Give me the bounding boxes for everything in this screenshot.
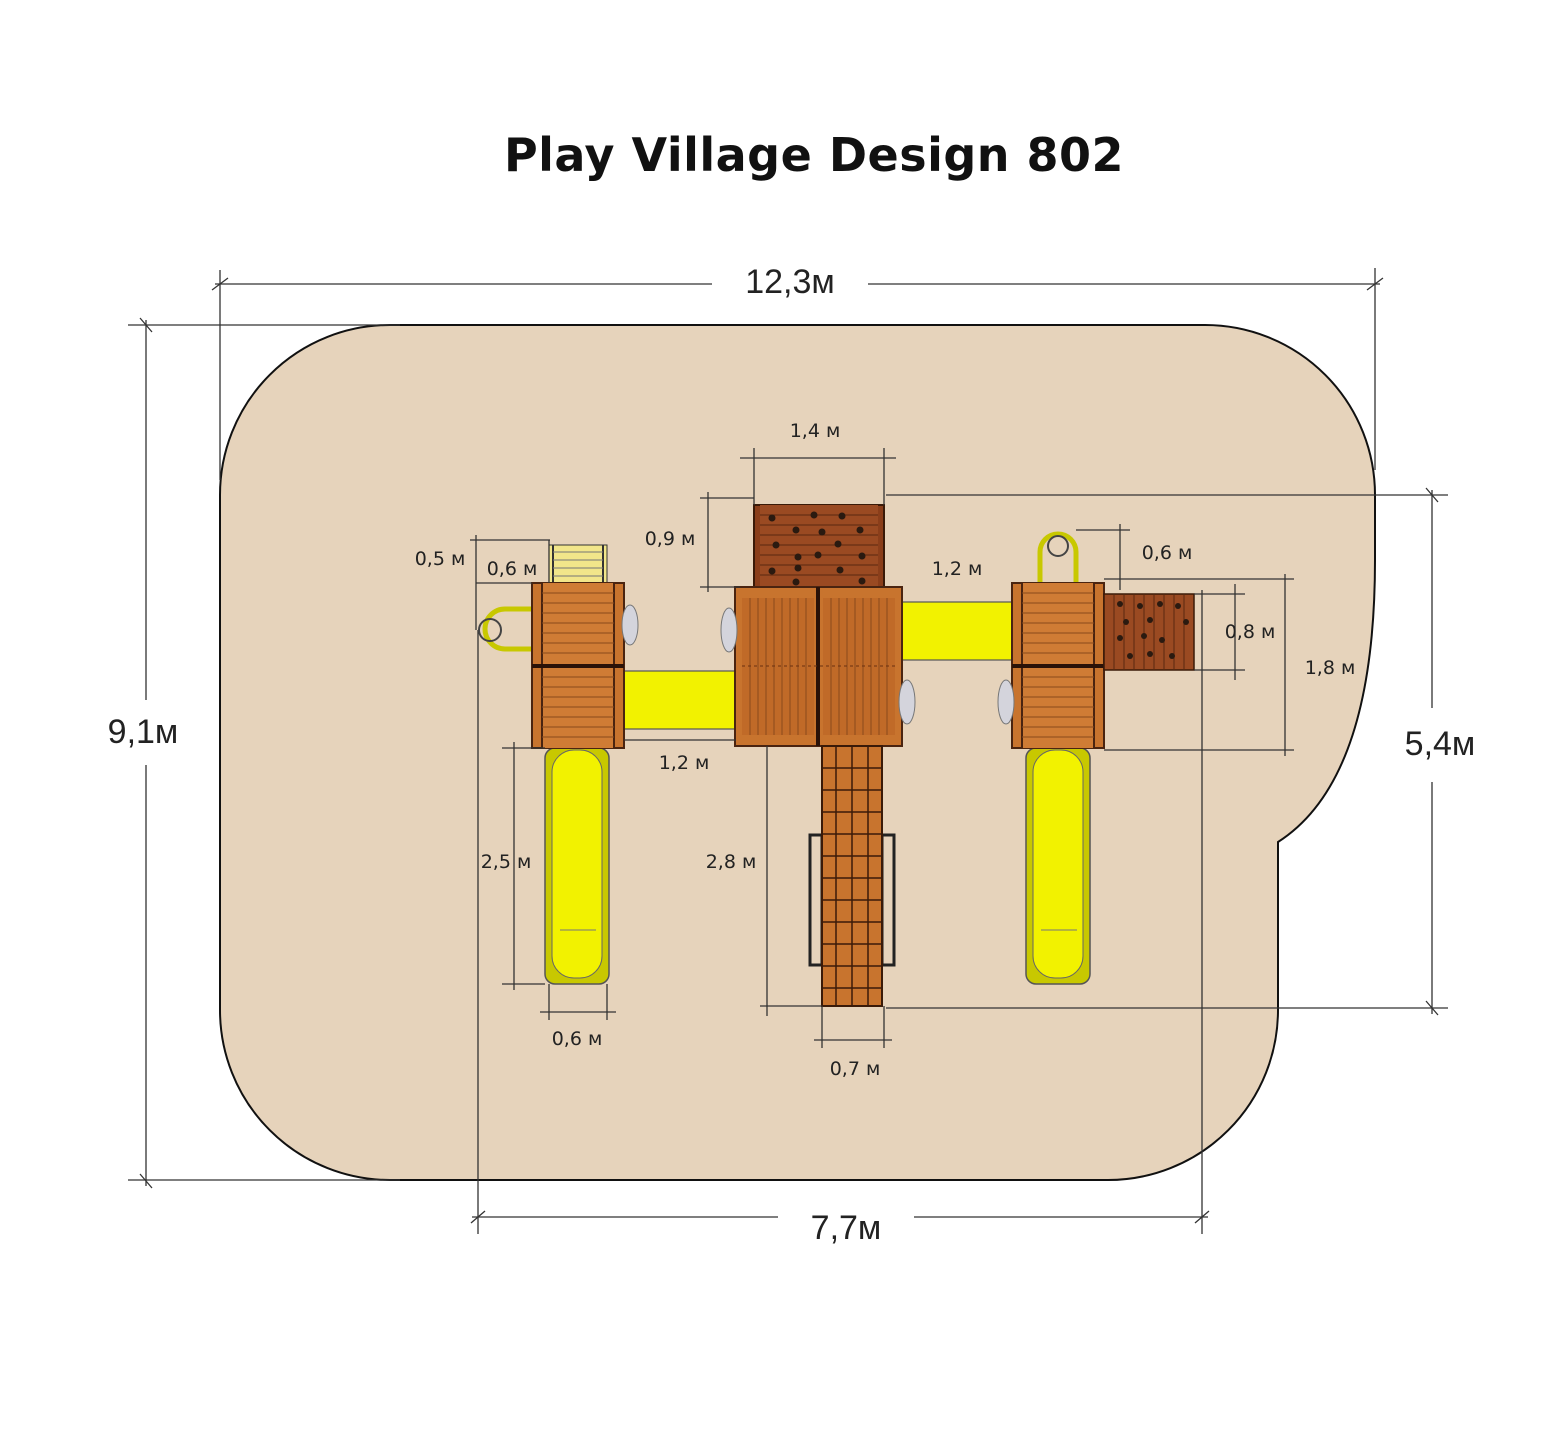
overall-width-label: 12,3м [745,263,835,301]
center-climbing-wall [753,504,885,588]
left-tower [531,582,639,749]
right-tower-depth-label: 1,8 м [1305,657,1356,679]
right-bridge-label: 1,2 м [932,558,983,580]
left-ladder-width-label: 0,6 м [487,558,538,580]
inner-depth-label: 5,4м [1405,725,1476,763]
left-ladder-offset-label: 0,5 м [415,548,466,570]
right-slide [1025,747,1091,985]
left-ring-handle [478,606,533,652]
climb-wall-depth-label: 0,9 м [645,528,696,550]
right-ring-handle [1037,531,1079,583]
center-ramp-width-label: 0,7 м [830,1058,881,1080]
left-ladder [548,544,608,584]
left-slide [544,747,610,985]
right-climbing-wall [1103,593,1195,671]
right-wall-depth-label: 0,8 м [1225,621,1276,643]
inner-width-label: 7,7м [811,1209,882,1247]
left-slide-length-label: 2,5 м [481,851,532,873]
overall-depth-label: 9,1м [108,713,179,751]
diagram-title: Play Village Design 802 [503,128,1125,182]
left-bridge [623,670,737,730]
right-ring-width-label: 0,6 м [1142,542,1193,564]
right-tower [997,582,1105,749]
right-bridge [899,601,1013,661]
climb-wall-width-label: 1,4 м [790,420,841,442]
left-bridge-label: 1,2 м [659,752,710,774]
small-dimension-lines [470,448,1294,1048]
inner-width-dimension [470,590,1210,1234]
overall-width-dimension [211,268,1384,480]
inner-depth-dimension [886,487,1448,1016]
center-tower [720,586,916,747]
center-ramp-length-label: 2,8 м [706,851,757,873]
overall-depth-dimension [128,317,400,1189]
left-slide-width-label: 0,6 м [552,1028,603,1050]
center-ramp [808,745,896,1007]
